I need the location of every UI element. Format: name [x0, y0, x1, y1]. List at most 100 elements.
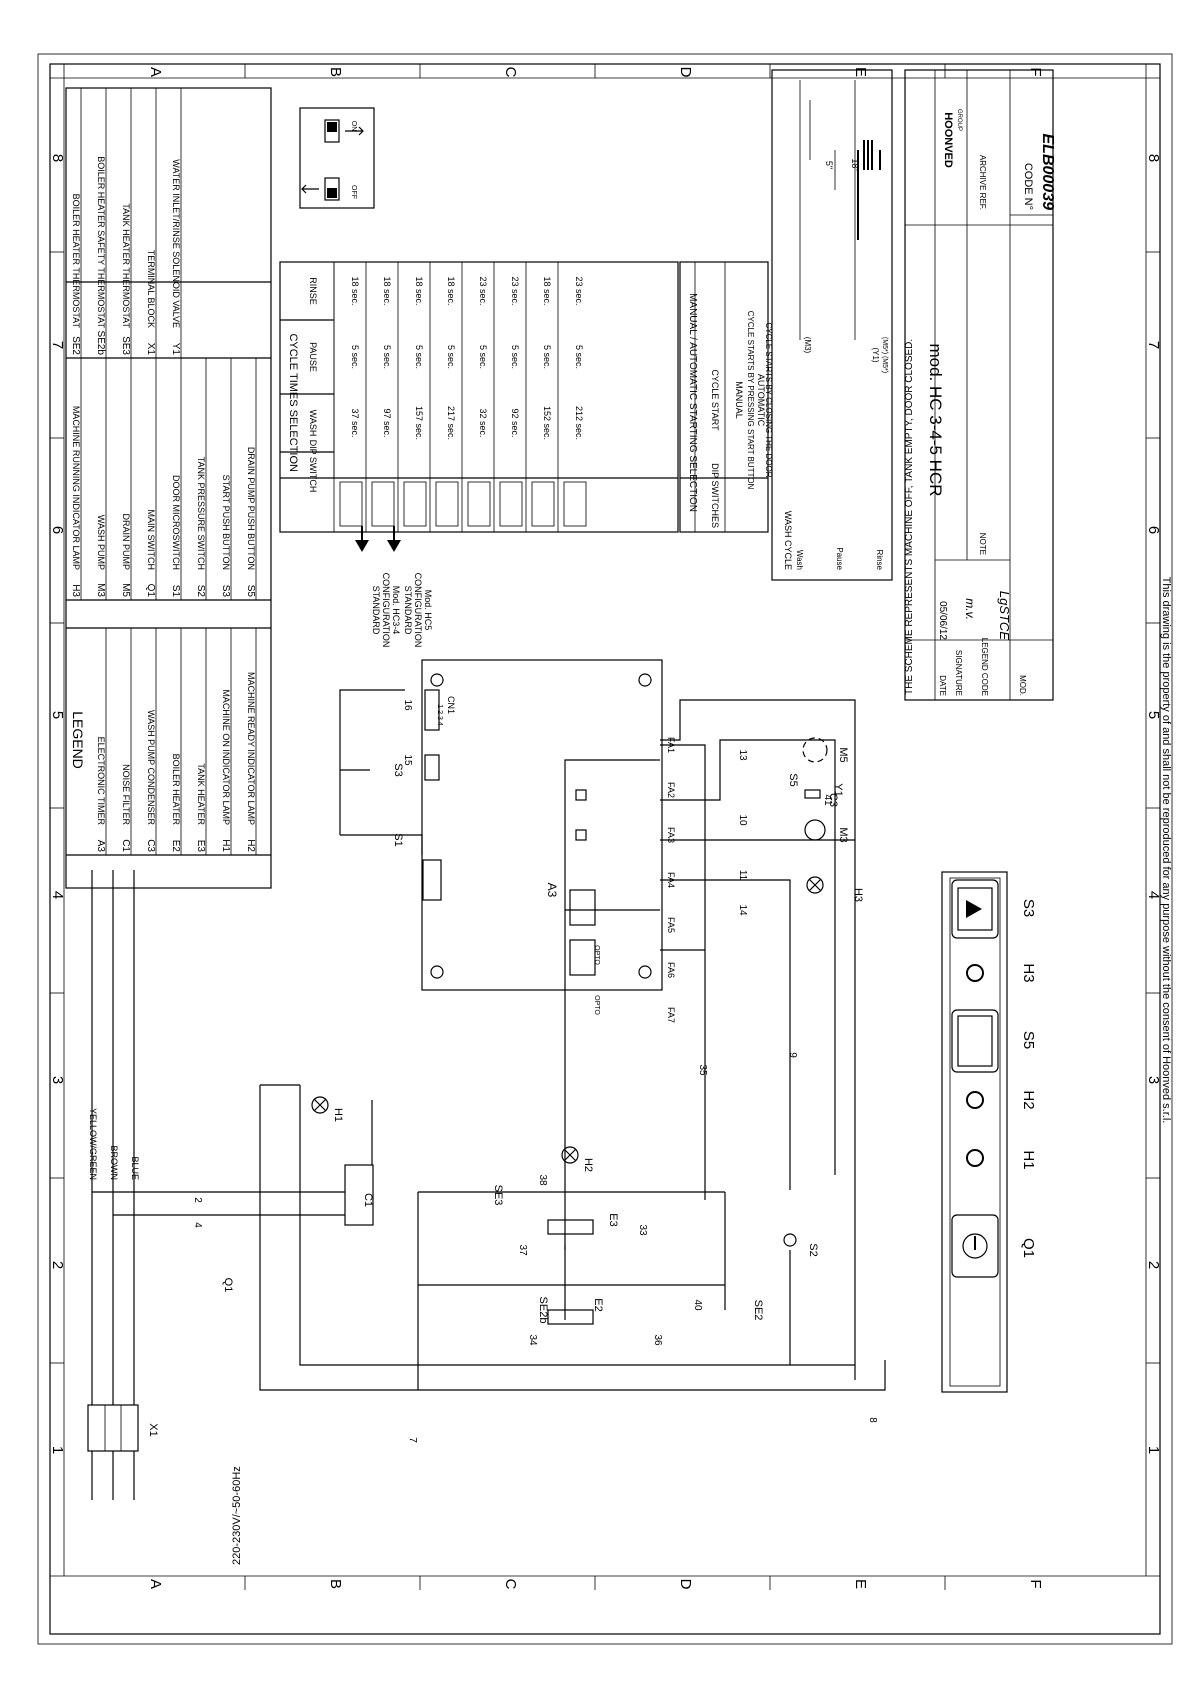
dip-icon-off: OFF: [350, 185, 357, 199]
legend-table: [65, 87, 272, 889]
component-se3: SE3: [492, 1185, 504, 1206]
legend-desc: BOILER HEATER SAFETY THERMOSTAT: [96, 156, 106, 328]
dip-icon-on: ON: [350, 121, 357, 132]
legend-code-value: LgSTCE: [997, 591, 1012, 640]
grid-col-b-bottom: B: [327, 1579, 344, 1589]
code-value: ELB00039: [1039, 134, 1056, 211]
manual-label: MANUAL: [734, 381, 744, 419]
wire-number-8: 8: [867, 1417, 878, 1423]
wash-cycle-t2: 18": [850, 158, 860, 171]
legend-desc: DRAIN PUMP PUSH BUTTON: [246, 447, 256, 570]
wire-blue: BLUE: [130, 1156, 140, 1180]
cycle-pause: 5 sec.: [542, 345, 552, 369]
output-fa7: FA7: [666, 1007, 676, 1023]
legend-desc: WASH PUMP: [96, 515, 106, 570]
brand-group: GROUP: [956, 109, 962, 131]
wire-number-36: 36: [652, 1334, 663, 1346]
grid-col-d-bottom: D: [677, 1579, 694, 1590]
wire-brown: BROWN: [109, 1146, 119, 1181]
legend-code: S1: [170, 585, 181, 598]
wire-number-14: 14: [737, 904, 748, 916]
cycle-rinse: 23 sec.: [574, 276, 584, 305]
title-block-text: THE SCHEME REPRESENTS MACHINE OFF, TANK …: [904, 109, 1056, 696]
grid-row-1: 1: [49, 1446, 66, 1454]
legend-desc: WATER INLET/RINSE SOLENOID VALVE: [171, 159, 181, 328]
legend-code: Q1: [145, 584, 156, 598]
legend-code: E2: [170, 840, 181, 853]
std-config-label: Mod. HC3-4: [391, 586, 401, 635]
cn1-label: CN1: [446, 696, 456, 714]
component-s5: S5: [787, 773, 799, 786]
std-config-label: CONFIGURATION: [413, 573, 423, 648]
component-s3: S3: [392, 763, 404, 776]
dip-switch-setting: [531, 481, 555, 527]
manual-auto-header-dip: DIP SWITCHES: [710, 463, 720, 528]
cycle-wash: 212 sec.: [574, 406, 584, 440]
grid-column-labels-bottom: A B C D E F: [147, 1579, 1044, 1590]
dip-switch-icon: ON OFF: [299, 107, 375, 209]
legend-code: S3: [220, 585, 231, 598]
dip-switch-setting: [499, 481, 523, 527]
wash-cycle-wash: Wash: [795, 550, 804, 570]
legend-desc: TERMINAL BLOCK: [146, 250, 156, 328]
wire-number-41: 41: [822, 794, 833, 806]
cycle-wash: 92 sec.: [510, 408, 520, 437]
legend-code: H2: [245, 839, 256, 852]
wash-cycle-t1: 5": [824, 161, 834, 169]
wire-number-10: 10: [737, 814, 748, 826]
output-fa6: FA6: [666, 962, 676, 978]
code-label: CODE N°: [1022, 163, 1034, 210]
panel-label-h1: H1: [1020, 1150, 1037, 1169]
cn1-pins: 1 2 3 4: [436, 704, 443, 726]
timer-label: A3: [545, 883, 559, 898]
legend-code: S2: [195, 585, 206, 598]
panel-label-h2: H2: [1020, 1090, 1037, 1109]
cycle-rinse: 18 sec.: [446, 276, 456, 305]
legend-desc: TANK HEATER: [196, 763, 206, 825]
component-q1: Q1: [222, 1278, 234, 1293]
component-h2: H2: [582, 1158, 594, 1172]
legend-title: LEGEND: [70, 711, 86, 769]
legend-code: H3: [70, 584, 81, 597]
cycle-pause: 5 sec.: [414, 345, 424, 369]
std-config-arrows: [355, 526, 401, 552]
mod-label: MOD.: [1018, 675, 1027, 696]
grid-col-b: B: [327, 67, 344, 77]
legend-desc: MACHINE READY INDICATOR LAMP: [246, 672, 256, 825]
automatic-label: AUTOMATIC: [756, 374, 766, 427]
wash-cycle-y1b: (M5*) (M5*): [881, 337, 888, 373]
legend-code: M5: [120, 583, 131, 597]
legend-code: X1: [145, 343, 156, 356]
wash-cycle-title: WASH CYCLE: [783, 511, 793, 570]
wire-yellow-green: YELLOW/GREEN: [88, 1108, 98, 1180]
grid-row-6: 6: [49, 526, 66, 534]
grid-row-4: 4: [49, 891, 66, 899]
component-e3: E3: [607, 1213, 619, 1226]
grid-row-8: 8: [49, 154, 66, 162]
grid-col-a-bottom: A: [147, 1579, 164, 1589]
legend-code-label: LEGEND CODE: [980, 638, 989, 696]
wire-number-38: 38: [537, 1174, 548, 1186]
brand-name: HOONVED: [942, 112, 954, 168]
signature-value: m.v.: [963, 598, 977, 620]
sheet-inner-border: [49, 63, 1161, 1635]
cycle-rinse: 23 sec.: [510, 276, 520, 305]
std-config-label: STANDARD: [403, 586, 413, 635]
note-label: NOTE: [978, 533, 987, 555]
grid-row-7-right: 7: [1145, 341, 1162, 349]
scheme-note: THE SCHEME REPRESENTS MACHINE OFF, TANK …: [904, 339, 915, 695]
wire-number-2: 2: [192, 1197, 203, 1203]
component-c3: C3: [827, 793, 839, 807]
wire-number-7: 7: [407, 1437, 418, 1443]
wire-number-9: 9: [787, 1052, 798, 1058]
cycle-pause: 5 sec.: [510, 345, 520, 369]
component-c1: C1: [362, 1193, 374, 1207]
cycle-pause: 5 sec.: [574, 345, 584, 369]
cycle-wash: 32 sec.: [478, 408, 488, 437]
legend-desc: DRAIN PUMP: [121, 513, 131, 570]
manual-desc: CYCLE STARTS BY PRESSING START BUTTON: [746, 311, 755, 490]
